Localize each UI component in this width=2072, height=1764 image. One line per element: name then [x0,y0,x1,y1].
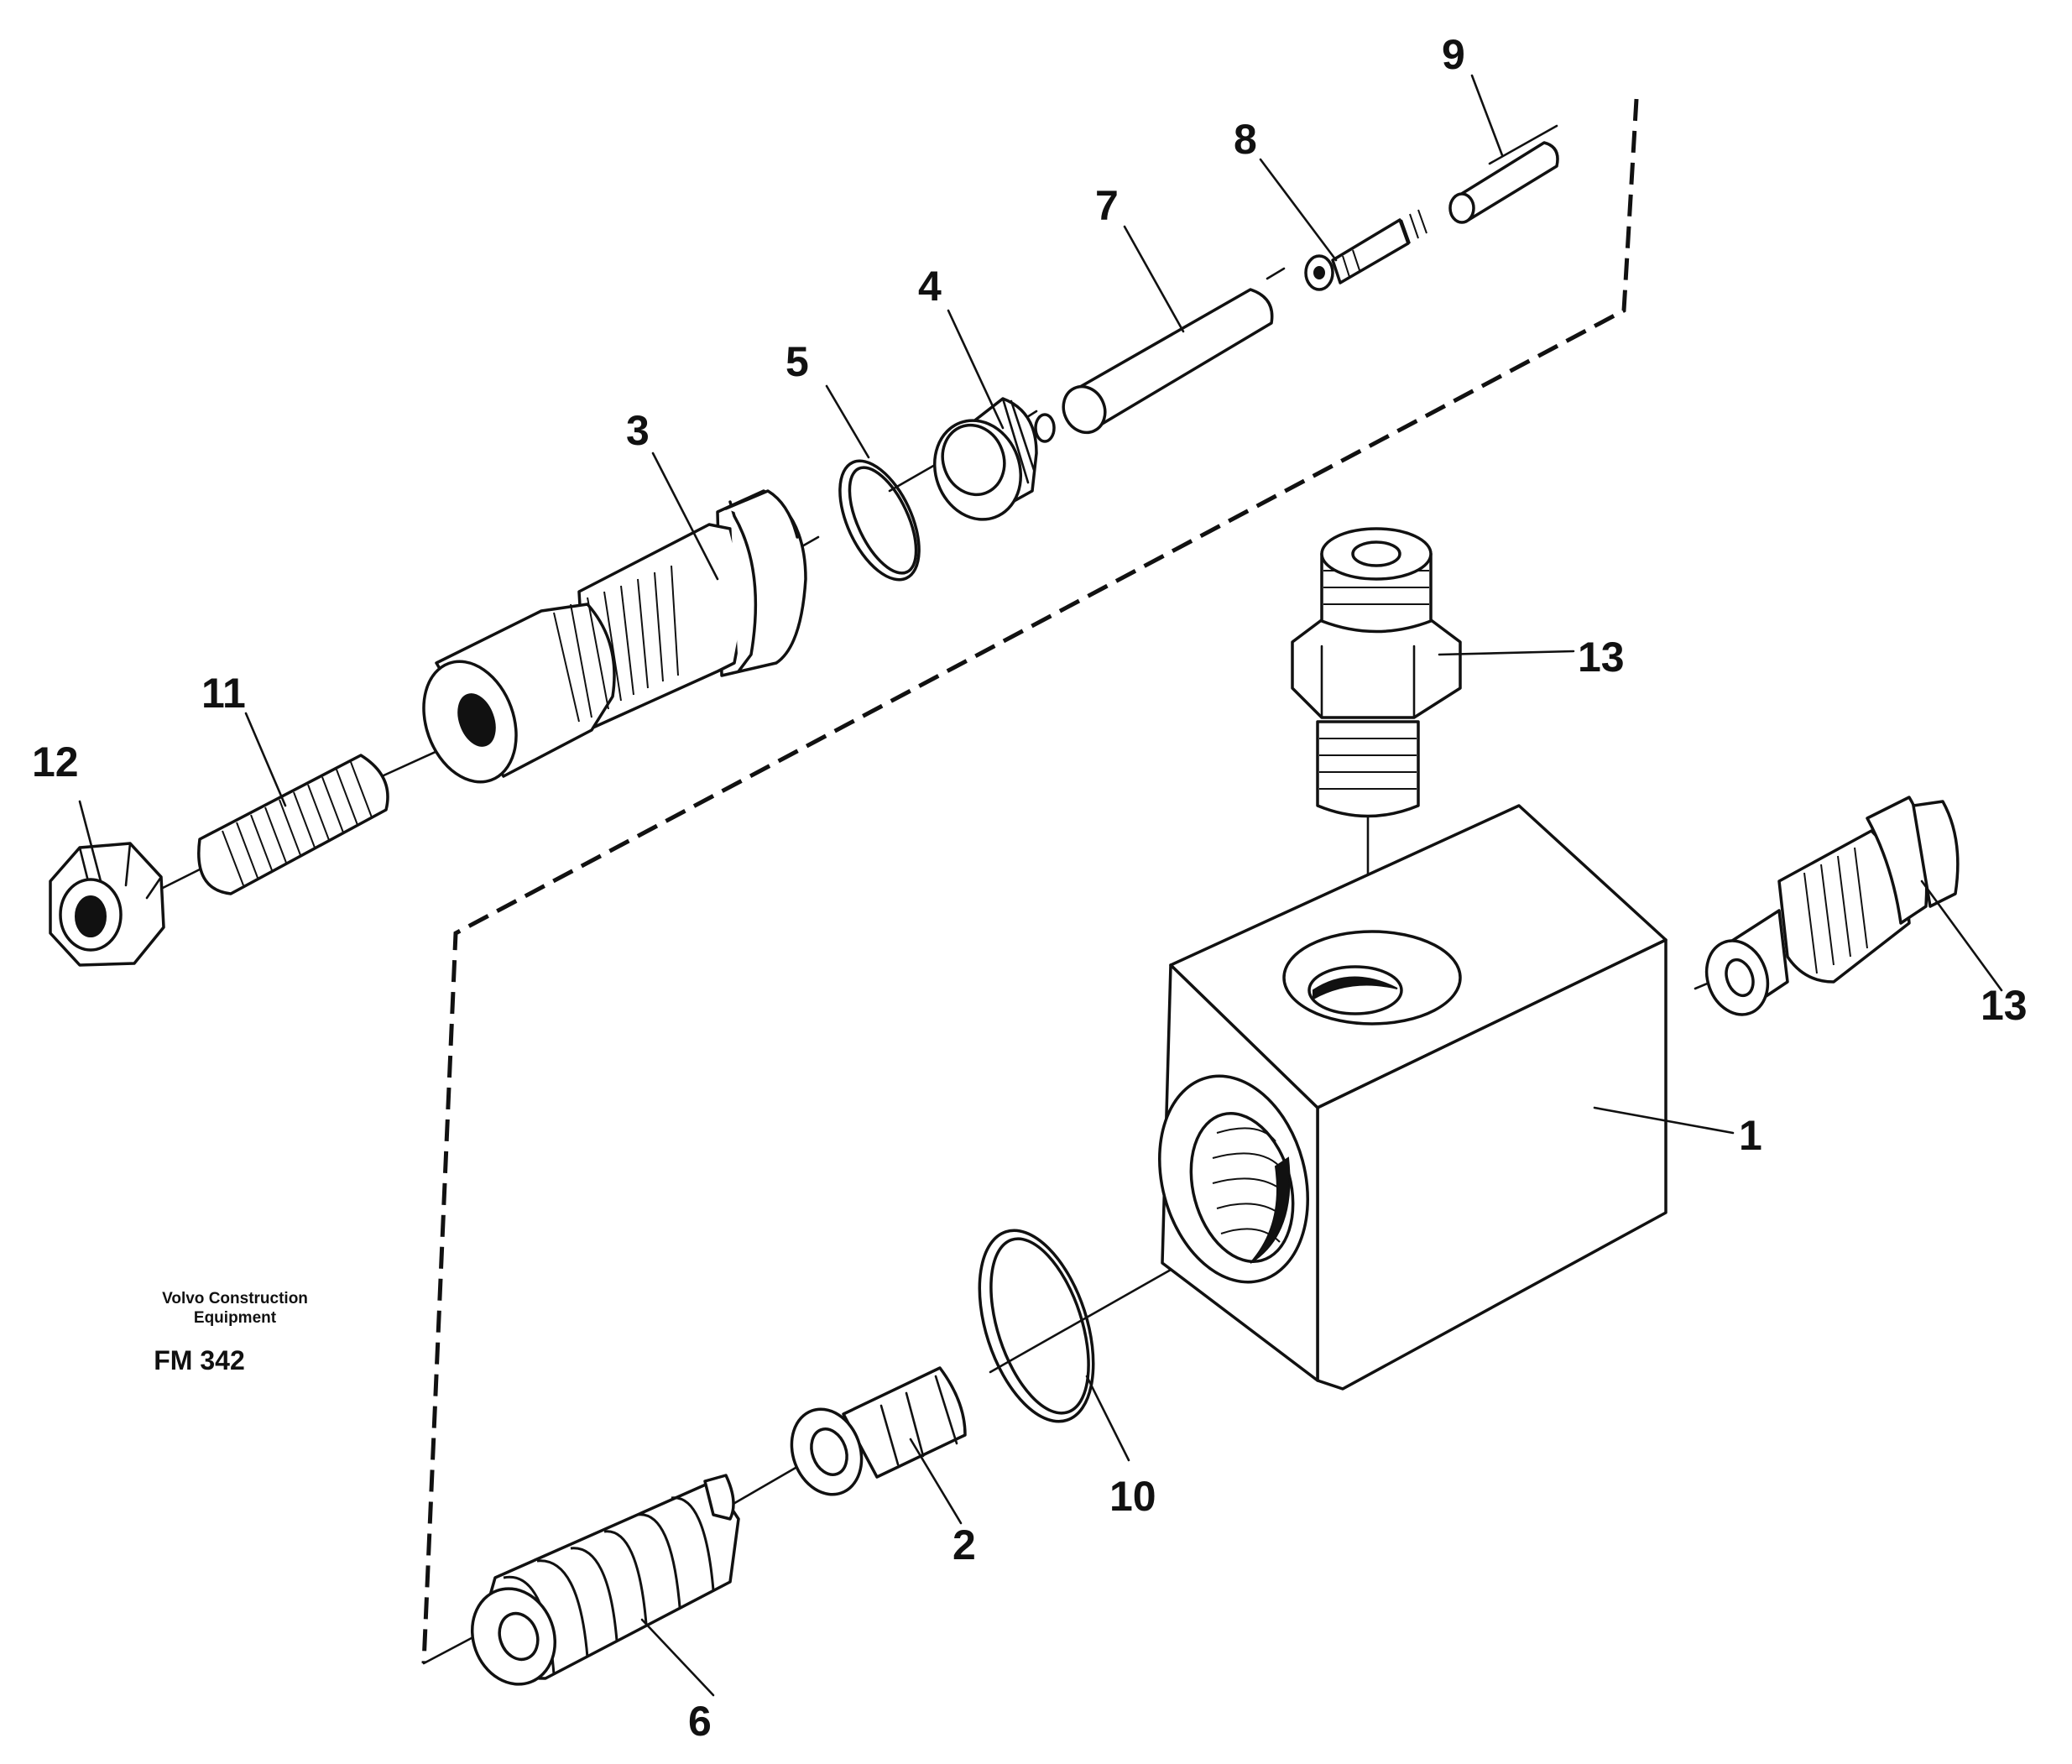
callout-9: 9 [1442,31,1465,78]
caption-line-2: Equipment [193,1309,277,1327]
manufacturer-caption: Volvo Construction Equipment [101,1289,369,1328]
part-10-o-ring [978,1229,1095,1423]
part-11-threaded-stud [197,754,389,895]
part-13-top-adapter [1291,527,1462,818]
callout-leaders [78,74,2003,1697]
callout-3: 3 [626,407,650,454]
callout-4: 4 [918,263,942,310]
part-5-o-ring [838,459,921,582]
part-12-hex-nut [49,842,165,967]
part-6-spring [470,1474,740,1686]
callout-6: 6 [688,1698,712,1745]
assembly-boundary [421,98,1639,1664]
callout-1: 1 [1739,1112,1762,1159]
callout-13-top: 13 [1578,634,1625,681]
callout-numbers: 1 2 3 4 5 6 7 8 9 10 11 12 13 13 [32,31,2028,1745]
part-1-valve-block [1158,804,1668,1391]
callout-7: 7 [1095,182,1119,229]
callout-10: 10 [1109,1473,1156,1520]
part-13-side-adapter [1704,796,1960,1016]
part-2-spool [790,1366,967,1496]
part-7-sleeve-tube [1062,288,1274,435]
callout-5: 5 [785,338,809,385]
part-3-valve-housing [422,489,807,784]
callout-11: 11 [201,670,246,717]
figure-code: FM 342 [154,1345,245,1375]
callout-8: 8 [1234,116,1257,163]
caption-line-1: Volvo Construction [162,1290,308,1307]
part-9-pin [1448,141,1559,224]
part-8-pin-spring [1304,209,1427,291]
callout-2: 2 [952,1521,976,1568]
callout-12: 12 [32,738,79,785]
callout-13-side: 13 [1981,982,2028,1029]
part-4-poppet [932,397,1056,521]
